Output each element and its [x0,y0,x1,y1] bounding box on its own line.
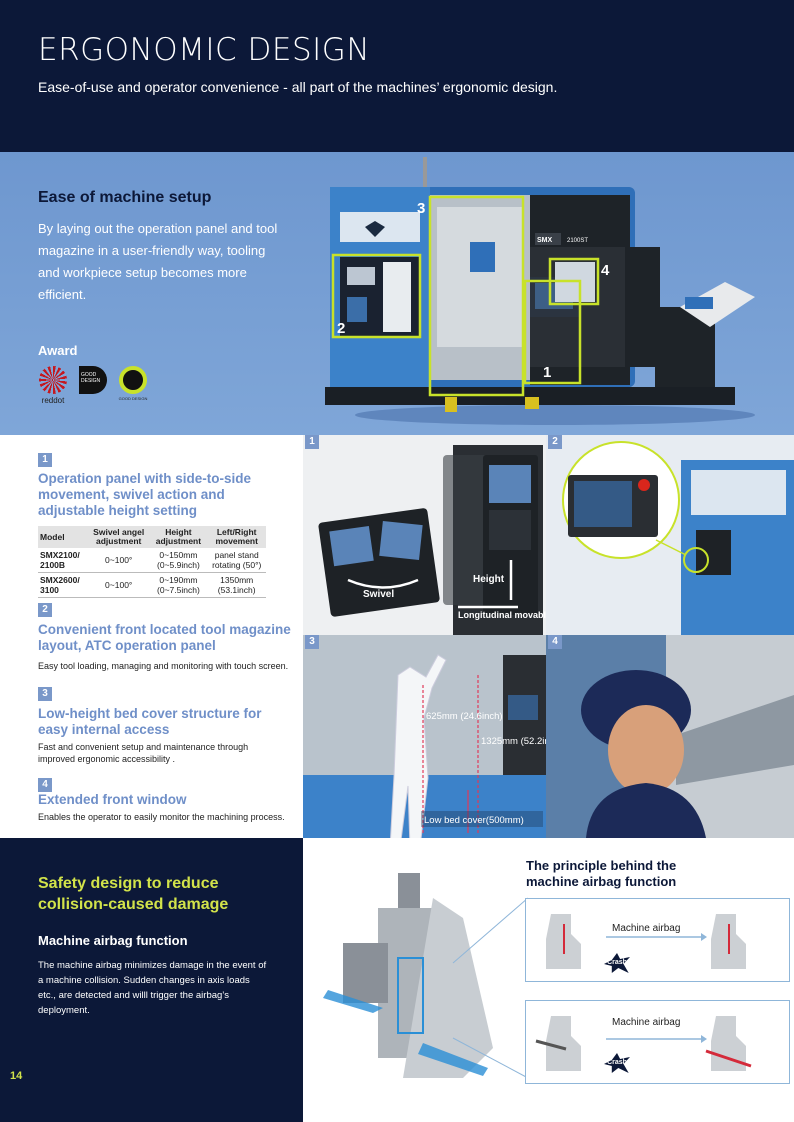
spec-header: Left/Right movement [207,526,266,548]
callout-3: 3 [417,200,425,217]
page-title: ERGONOMIC DESIGN [38,32,371,68]
photo-panel-4: 4 [546,635,794,838]
airbag-text: The machine airbag minimizes damage in t… [38,960,267,1016]
photo-tag-4: 4 [548,635,562,649]
page-number: 14 [10,1070,23,1082]
feature-desc: Easy tool loading, managing and monitori… [38,661,289,671]
machine-cutaway [323,873,528,1079]
photo-panel-2: 2 [546,435,794,635]
feature-number: 3 [38,687,52,701]
callout-2: 2 [337,320,345,337]
good-design-logo: GOOD DESIGN [78,366,108,412]
airbag-diagram: The principle behind the machine airbag … [303,838,794,1122]
feature-desc: Enables the operator to easily monitor t… [38,812,285,822]
feature-desc: Fast and convenient setup and maintenanc… [38,742,249,764]
airbag-label-1: Machine airbag [612,923,681,934]
feature-number: 2 [38,603,52,617]
page-header: ERGONOMIC DESIGN Ease-of-use and operato… [0,0,794,152]
machine-illustration: SMX 2100ST 1 2 3 4 [325,157,755,425]
feature-title: Operation panel with side-to-side moveme… [38,471,252,518]
feature-title: Convenient front located tool magazine l… [38,622,291,653]
dim-1325: 1325mm (52.2inch) [481,736,546,747]
label-longitudinal: Longitudinal movable [458,610,546,620]
good-design-green-logo: GOOD DESIGN [118,366,148,412]
airbag-box-1: Machine airbag Crash [525,898,790,982]
spec-header: Height adjustment [149,526,208,548]
photo-tag-3: 3 [305,635,319,649]
safety-section: Safety design to reduce collision-caused… [0,838,303,1122]
airbag-principle-title: The principle behind the machine airbag … [526,858,677,889]
setup-text: By laying out the operation panel and to… [38,221,278,302]
safety-title: Safety design to reduce collision-caused… [38,875,229,913]
callout-1: 1 [543,364,551,381]
spec-header: Model [38,526,88,548]
photo-tag-2: 2 [548,435,562,449]
feature-title: Low-height bed cover structure for easy … [38,706,262,737]
setup-title: Ease of machine setup [38,189,212,206]
airbag-box-2: Machine airbag Crash [525,1000,790,1084]
page-subtitle: Ease-of-use and operator convenience - a… [38,79,558,95]
feature-number: 4 [38,778,52,792]
callout-4: 4 [601,262,610,279]
photo-panel-1: Swivel Height Longitudinal movable 1 [303,435,546,635]
label-low-bed: Low bed cover(500mm) [424,815,524,826]
airbag-subtitle: Machine airbag function [38,933,188,948]
photo-tag-1: 1 [305,435,319,449]
spec-header: Swivel angel adjustment [87,526,150,548]
label-swivel: Swivel [363,589,394,600]
machine-badge-text: SMX [537,237,553,244]
award-logos: reddot GOOD DESIGN GOOD DESIGN [38,366,148,412]
feature-number: 1 [38,453,52,467]
feature-title: Extended front window [38,792,187,807]
spec-table: Model Swivel angel adjustment Height adj… [38,526,266,598]
features-column [0,435,303,838]
machine-model-text: 2100ST [567,238,588,244]
award-label: Award [38,343,78,358]
reddot-logo: reddot [38,366,68,412]
dim-625: 625mm (24.6inch) [426,711,503,722]
airbag-label-2: Machine airbag [612,1017,681,1028]
photo-panel-3: 625mm (24.6inch) 1325mm (52.2inch) Low b… [303,635,546,838]
setup-section: Ease of machine setup By laying out the … [0,152,794,435]
label-height: Height [473,574,505,585]
